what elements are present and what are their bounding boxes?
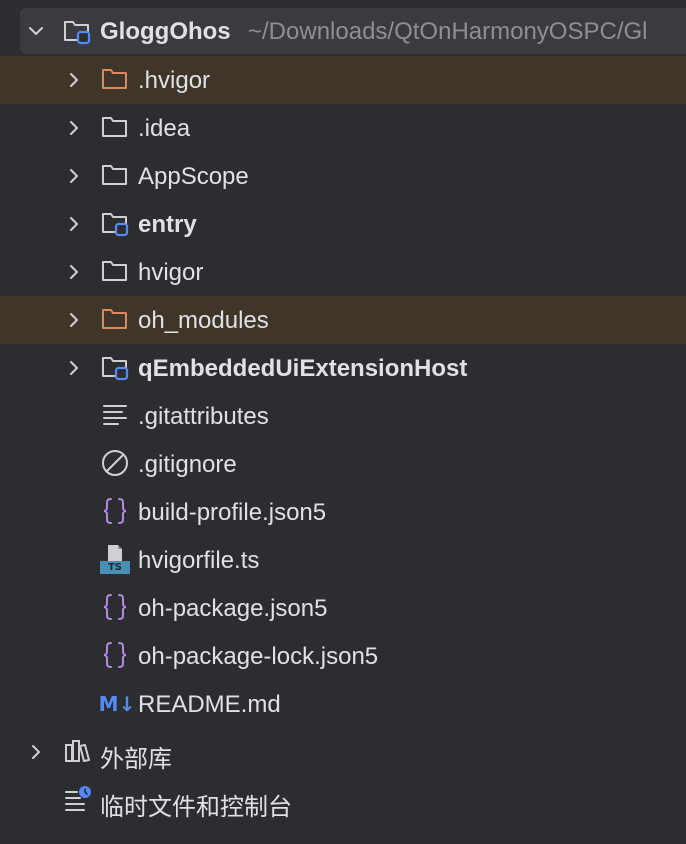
chevron-right-icon[interactable] [64,262,84,282]
scratches-icon [62,784,92,814]
tree-item-label: oh-package-lock.json5 [138,643,379,670]
markdown-file-icon: M↓ [98,689,136,719]
text-file-icon [100,400,130,430]
project-name: GloggOhos [100,18,231,45]
tree-item-label: oh_modules [138,307,269,334]
json-file-icon [100,640,130,670]
json-file-icon [100,496,130,526]
tree-item-label: qEmbeddedUiExtensionHost [138,355,468,382]
tree-item-hvigorfile[interactable]: TS hvigorfile.ts [0,536,686,584]
chevron-down-icon[interactable] [26,21,46,41]
chevron-right-icon[interactable] [64,166,84,186]
chevron-right-icon[interactable] [64,214,84,234]
tree-item-label: hvigor [138,259,204,286]
json-file-icon [100,592,130,622]
chevron-right-icon[interactable] [64,118,84,138]
chevron-right-icon[interactable] [64,310,84,330]
tree-item-label: .hvigor [138,67,211,94]
tree-item-label: entry [138,211,197,238]
tree-item-readme[interactable]: M↓ README.md [0,680,686,728]
tree-item-hvigor[interactable]: hvigor [0,248,686,296]
chevron-right-icon[interactable] [26,742,46,762]
tree-item-build-profile[interactable]: build-profile.json5 [0,488,686,536]
tree-item-label: README.md [138,691,281,718]
chevron-right-icon[interactable] [64,358,84,378]
tree-item-gitignore[interactable]: .gitignore [0,440,686,488]
tree-item-label: oh-package.json5 [138,595,328,622]
project-root-row[interactable]: GloggOhos ~/Downloads/QtOnHarmonyOSPC/Gl [0,8,686,54]
folder-icon [100,256,130,286]
excluded-folder-icon [100,304,130,334]
excluded-folder-icon [100,64,130,94]
md-badge: M↓ [98,692,136,716]
typescript-file-icon: TS [100,544,130,574]
folder-icon [100,160,130,190]
ignored-file-icon [100,448,130,478]
tree-item-label: AppScope [138,163,249,190]
tree-item-gitattributes[interactable]: .gitattributes [0,392,686,440]
tree-item-label: .idea [138,115,191,142]
tree-item-scratches[interactable]: 临时文件和控制台 [0,776,686,824]
module-folder-icon [100,352,130,382]
tree-item-label: 外部库 [100,746,172,773]
project-path: ~/Downloads/QtOnHarmonyOSPC/Gl [248,18,648,45]
tree-item-entry[interactable]: entry [0,200,686,248]
chevron-right-icon[interactable] [64,70,84,90]
tree-item-hvigor-dir[interactable]: .hvigor [0,56,686,104]
tree-item-oh-package-lock[interactable]: oh-package-lock.json5 [0,632,686,680]
tree-item-qembedded[interactable]: qEmbeddedUiExtensionHost [0,344,686,392]
tree-item-label: hvigorfile.ts [138,547,260,574]
module-folder-icon [62,16,92,46]
tree-item-idea[interactable]: .idea [0,104,686,152]
selection-highlight [20,8,686,54]
tree-item-oh-package[interactable]: oh-package.json5 [0,584,686,632]
tree-item-external-libraries[interactable]: 外部库 [0,728,686,776]
library-icon [62,736,92,766]
tree-item-label: .gitattributes [138,403,269,430]
tree-item-label: 临时文件和控制台 [100,794,292,821]
tree-item-appscope[interactable]: AppScope [0,152,686,200]
tree-item-label: build-profile.json5 [138,499,327,526]
tree-item-oh-modules[interactable]: oh_modules [0,296,686,344]
module-folder-icon [100,208,130,238]
tree-item-label: .gitignore [138,451,237,478]
ts-badge: TS [100,561,130,574]
folder-icon [100,112,130,142]
